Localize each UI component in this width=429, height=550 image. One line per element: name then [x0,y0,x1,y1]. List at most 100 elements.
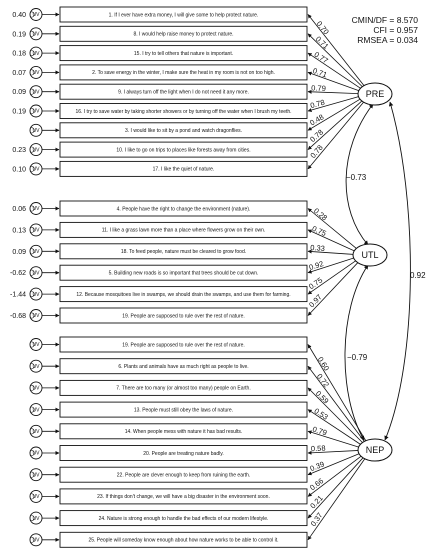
loading-arrow [307,261,359,316]
error-term [29,533,43,547]
item-box [59,200,308,217]
item-text: 19. People are supposed to rule over the… [122,342,245,348]
item-text: 17. I like the quiet of nature. [153,167,215,173]
item-box [59,45,308,62]
item-text: 24. Nature is strong enough to handle th… [99,516,269,522]
loading-value: 0.78 [309,98,325,111]
error-label: UV [33,270,41,276]
loading-arrow [307,365,366,443]
error-label: UV [33,386,41,392]
item-box [59,510,308,527]
error-value: 0.09 [12,89,26,96]
item-text: 6. Plants and animals have as much right… [118,364,248,370]
error-term [29,244,43,258]
factor-pre: PRE [357,82,393,106]
correlation-arc-pre-nep [384,101,411,441]
factor-label: NEP [366,445,385,455]
item-text: 15. I try to tell others that nature is … [134,51,233,57]
loading-value: 0.60 [316,355,331,372]
fit-statistics: CMIN/DF = 8.570 CFI = 0.957 RMSEA = 0.03… [352,15,419,45]
error-term [29,223,43,237]
item-box [59,6,308,23]
error-label: UV [33,147,41,153]
item-text: 11. I like a grass lawn more than a plac… [102,228,266,234]
error-term [29,65,43,79]
item-text: 12. Because mosquitoes live in swamps, w… [76,292,290,298]
correlation-arc-pre-utl [345,103,374,246]
error-term [29,309,43,322]
item-text: 20. People are treating nature badly. [143,451,224,457]
error-term [29,162,43,176]
error-term [29,511,43,525]
item-box [59,64,308,81]
error-term [29,46,43,60]
error-term [29,446,43,460]
factor-ellipse [357,438,393,462]
error-label: UV [33,538,41,544]
loading-arrow [307,450,360,455]
loading-value: 0.70 [315,19,331,36]
error-value: 0.09 [12,249,26,256]
loading-arrow [307,344,367,442]
item-box [59,243,308,260]
loading-arrow [307,259,357,295]
error-label: UV [33,89,41,95]
indicator: 0.78 10. I like to go on trips to places … [12,100,363,158]
loading-arrow [307,101,365,170]
item-text: 8. I would help raise money to protect n… [133,32,233,38]
item-box [59,423,308,440]
error-value: -1.44 [10,292,26,299]
error-variance-loop [29,69,35,76]
loading-arrow [307,456,364,519]
error-variance-loop [29,291,35,297]
correlation-pre-nep: 0.92 [410,271,426,280]
loading-value: 0.21 [308,494,325,511]
error-variance-loop [29,50,35,56]
error-label: UV [33,109,41,115]
error-value: -0.68 [10,313,26,320]
error-variance-loop [29,146,35,153]
loading-arrow [307,96,360,112]
loading-arrow [307,14,365,87]
error-term [29,8,43,21]
factor-correlations: −0.73 −0.79 0.92 [344,101,426,441]
error-value: 0.19 [12,31,26,38]
error-label: UV [33,228,41,234]
error-term [29,123,43,137]
indicator: 0.597. There are too many (or almost too… [29,379,364,444]
loading-arrow [307,453,361,476]
item-text: 3. I would like to sit by a pond and wat… [125,128,242,134]
correlation-utl-nep: −0.79 [347,353,368,362]
loading-value: 0.59 [314,389,331,406]
loading-arrow [307,98,362,131]
error-variance-loop [29,385,35,391]
item-text: 2. To save energy in the winter, I make … [92,70,275,76]
indicator: 0.925. Building new roads is so importan… [10,257,355,281]
loading-arrow [307,229,356,252]
error-term [29,266,43,280]
indicator: 0.726. Plants and animals have as much r… [29,358,366,443]
item-text: 10. I like to go on trips to places like… [116,147,250,153]
error-term [29,143,43,157]
error-variance-loop [29,205,35,212]
error-value: 0.40 [12,12,26,19]
error-term [29,27,43,41]
item-box [59,531,308,548]
error-value: 0.13 [12,227,26,234]
error-variance-loop [29,471,35,478]
error-label: UV [33,364,41,370]
indicator: 0.58 20. People are treating nature badly… [29,444,360,461]
loading-value: 0.58 [311,444,326,454]
loading-arrow [307,409,362,446]
loading-value: 0.79 [311,83,326,93]
loading-arrow [307,430,360,448]
factor-label: UTL [361,250,378,260]
correlation-arc-utl-nep [344,264,369,441]
error-variance-loop [29,11,35,18]
loading-value: 0.78 [308,143,324,160]
error-label: UV [33,249,41,255]
